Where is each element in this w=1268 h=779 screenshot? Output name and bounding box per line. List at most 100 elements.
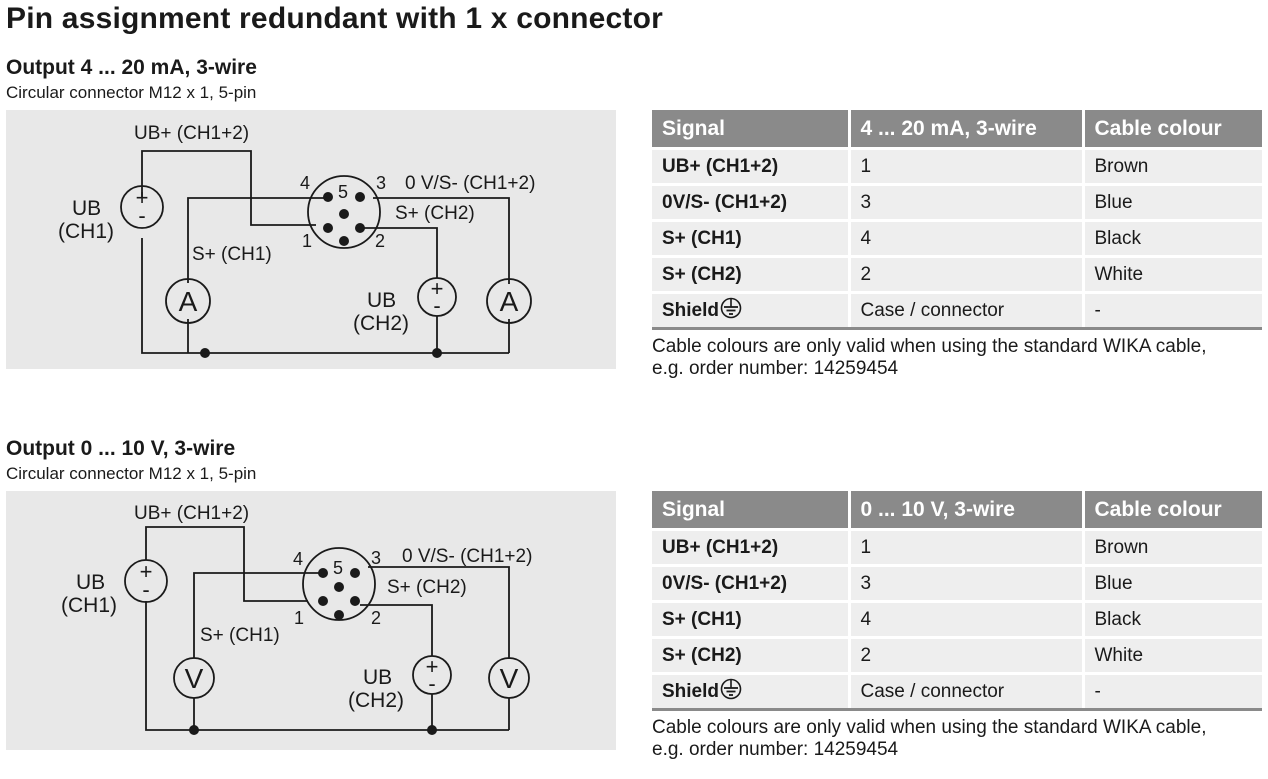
table-header-row: Signal 0 ... 10 V, 3-wire Cable colour	[652, 491, 1262, 531]
pin-key-dot	[334, 610, 344, 620]
wiring-diagram: UB+ (CH1+2) 0 V/S- (CH1+2) S+ (CH2) S+ (…	[6, 491, 616, 750]
column-header: 4 ... 20 mA, 3-wire	[849, 110, 1085, 150]
pin-label-1: 1	[302, 231, 312, 251]
meter-symbol: V	[185, 663, 204, 694]
minus-sign: -	[433, 293, 440, 318]
table-row: Shield Case / connector -	[652, 292, 1262, 330]
earth-ground-icon	[720, 297, 742, 325]
page-title: Pin assignment redundant with 1 x connec…	[6, 2, 664, 35]
colour-cell: Black	[1083, 220, 1262, 258]
signal-cell: Shield	[652, 673, 851, 711]
pin-1-dot	[323, 223, 333, 233]
pin-cell: Case / connector	[849, 673, 1085, 711]
pin-cell: 4	[849, 601, 1085, 639]
ub-plus-label: UB+ (CH1+2)	[134, 503, 249, 524]
table-row: S+ (CH1) 4 Black	[652, 220, 1262, 258]
pin-label-2: 2	[371, 608, 381, 628]
pin-2-dot	[355, 223, 365, 233]
ub-ch2-source	[412, 655, 452, 695]
minus-sign: -	[138, 203, 145, 228]
ub-ch2-label: (CH2)	[348, 689, 404, 712]
signal-cell: UB+ (CH1+2)	[652, 148, 851, 186]
pin-label-1: 1	[294, 608, 304, 628]
ammeter-ch2	[486, 278, 532, 324]
pin-3-dot	[350, 568, 360, 578]
junction-dot	[432, 348, 442, 358]
pin-table: Signal 4 ... 20 mA, 3-wire Cable colour …	[652, 110, 1262, 330]
s-ch1-label: S+ (CH1)	[192, 244, 272, 265]
column-header: Signal	[652, 491, 851, 531]
column-header: Cable colour	[1083, 110, 1262, 150]
pin-1-dot	[318, 596, 328, 606]
table-row: S+ (CH2) 2 White	[652, 256, 1262, 294]
column-header: Signal	[652, 110, 851, 150]
table-row: 0V/S- (CH1+2) 3 Blue	[652, 565, 1262, 603]
signal-cell: UB+ (CH1+2)	[652, 529, 851, 567]
meter-symbol: A	[500, 286, 519, 317]
table-row: Shield Case / connector -	[652, 673, 1262, 711]
colour-cell: Blue	[1083, 184, 1262, 222]
cable-note: Cable colours are only valid when using …	[652, 336, 1206, 380]
ammeter-ch1	[165, 278, 211, 324]
table-row: 0V/S- (CH1+2) 3 Blue	[652, 184, 1262, 222]
cable-note-line: e.g. order number: 14259454	[652, 739, 899, 760]
meter-symbol: A	[179, 286, 198, 317]
ub-ch1-label: UB	[72, 197, 101, 220]
shield-label: Shield	[662, 680, 720, 702]
pin-2-dot	[350, 596, 360, 606]
signal-cell: 0V/S- (CH1+2)	[652, 565, 851, 603]
cable-note: Cable colours are only valid when using …	[652, 717, 1206, 761]
minus-sign: -	[142, 577, 149, 602]
pin-table: Signal 0 ... 10 V, 3-wire Cable colour U…	[652, 491, 1262, 711]
junction-dot	[189, 725, 199, 735]
pin-3-dot	[355, 192, 365, 202]
pin-label-4: 4	[293, 549, 303, 569]
cable-note-line: e.g. order number: 14259454	[652, 358, 899, 379]
table-row: S+ (CH1) 4 Black	[652, 601, 1262, 639]
pin-label-4: 4	[300, 173, 310, 193]
pin-cell: 3	[849, 184, 1085, 222]
connector-body	[307, 175, 381, 249]
ub-plus-label: UB+ (CH1+2)	[134, 123, 249, 144]
wiring-diagram-svg: UB+ (CH1+2) 0 V/S- (CH1+2) S+ (CH2) S+ (…	[61, 503, 532, 735]
ub-ch2-label: UB	[363, 666, 392, 689]
section-subtitle: Circular connector M12 x 1, 5-pin	[6, 83, 257, 102]
plus-sign: +	[431, 276, 444, 301]
pin-key-dot	[339, 236, 349, 246]
pin-cell: 3	[849, 565, 1085, 603]
minus-sign: -	[428, 671, 435, 696]
earth-ground-icon	[720, 678, 742, 706]
section-title: Output 4 ... 20 mA, 3-wire	[6, 56, 257, 79]
ub-ch1-source	[124, 559, 168, 603]
wire-left-return	[141, 238, 509, 354]
section-subtitle: Circular connector M12 x 1, 5-pin	[6, 464, 257, 483]
pin-label-5: 5	[338, 182, 348, 202]
table-row: S+ (CH2) 2 White	[652, 637, 1262, 675]
ub-ch1-source	[120, 185, 164, 229]
ub-ch1-label: (CH1)	[61, 594, 117, 617]
s-ch2-label: S+ (CH2)	[395, 203, 475, 224]
table-row: UB+ (CH1+2) 1 Brown	[652, 529, 1262, 567]
signal-cell: S+ (CH1)	[652, 220, 851, 258]
junction-dot	[200, 348, 210, 358]
cable-note-line: Cable colours are only valid when using …	[652, 717, 1207, 738]
colour-cell: Brown	[1083, 529, 1262, 567]
wire-0v	[373, 197, 510, 284]
pin-cell: 4	[849, 220, 1085, 258]
pin-4-dot	[323, 192, 333, 202]
column-header: Cable colour	[1083, 491, 1262, 531]
column-header: 0 ... 10 V, 3-wire	[849, 491, 1085, 531]
ub-ch2-label: UB	[367, 289, 396, 312]
ub-ch2-label: (CH2)	[353, 312, 409, 335]
plus-sign: +	[136, 185, 149, 210]
ub-ch2-source	[417, 277, 457, 317]
colour-cell: White	[1083, 256, 1262, 294]
pin-5-dot	[334, 582, 344, 592]
ub-ch1-label: (CH1)	[58, 220, 114, 243]
wire-s-ch2	[360, 604, 433, 656]
pin-label-2: 2	[375, 231, 385, 251]
shield-label: Shield	[662, 299, 720, 321]
signal-cell: S+ (CH2)	[652, 637, 851, 675]
voltmeter-ch2	[488, 657, 530, 699]
wire-ub-plus	[141, 150, 316, 226]
